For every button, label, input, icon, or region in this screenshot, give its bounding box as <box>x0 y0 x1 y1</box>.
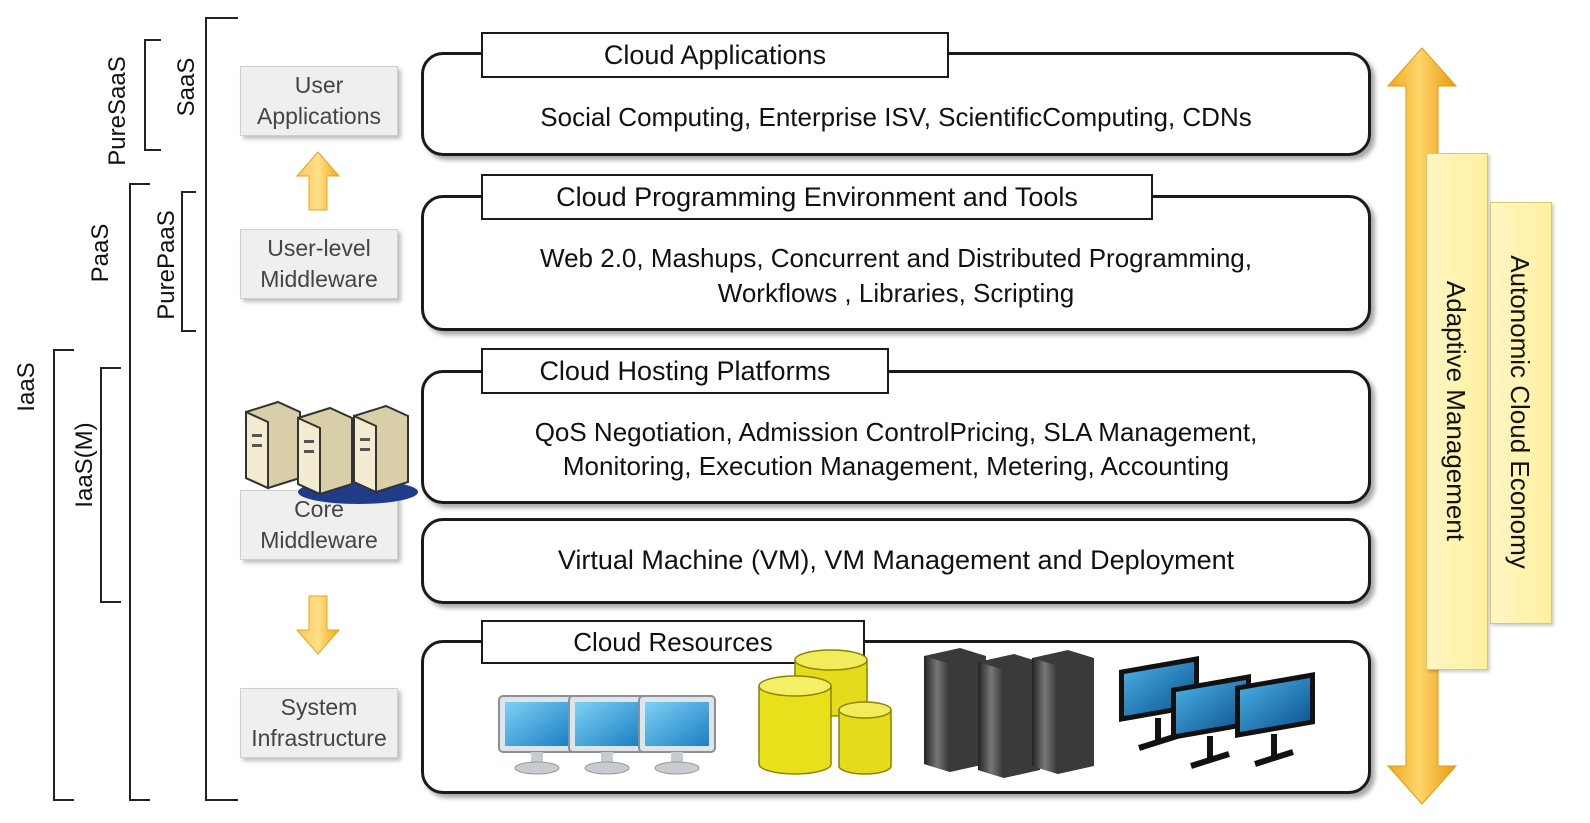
workstation-monitors-icon <box>1119 656 1315 769</box>
database-cylinders-icon <box>758 649 892 775</box>
saas-label: SaaS <box>173 57 200 117</box>
pure-saas-label: PureSaaS <box>104 56 131 166</box>
iaas-label: IaaS <box>13 362 40 412</box>
vm-layer-body: Virtual Machine (VM), VM Management and … <box>557 545 1235 575</box>
pure-paas-label: PurePaaS <box>153 210 180 320</box>
up-arrow-icon <box>295 151 341 211</box>
cloud-programming-body-line2: Workflows , Libraries, Scripting <box>717 278 1075 308</box>
bracket-lines <box>53 17 238 801</box>
cloud-hosting-body-line2: Monitoring, Execution Management, Meteri… <box>562 451 1230 481</box>
vertical-double-arrow-icon <box>1386 47 1458 805</box>
iaas-m-label: IaaS(M) <box>71 422 98 508</box>
paas-label: PaaS <box>87 223 114 283</box>
adaptive-management-label: Adaptive Management <box>1441 280 1471 542</box>
cloud-applications-body: Social Computing, Enterprise ISV, Scient… <box>540 102 1252 132</box>
cloud-programming-body-line1: Web 2.0, Mashups, Concurrent and Distrib… <box>540 243 1252 273</box>
vm-layer: Virtual Machine (VM), VM Management and … <box>421 518 1371 604</box>
cloud-hosting-body-line1: QoS Negotiation, Admission ControlPricin… <box>534 417 1258 447</box>
adaptive-management-panel <box>1426 153 1488 670</box>
cloud-hosting-title: Cloud Hosting Platforms <box>481 348 889 394</box>
cloud-applications-title: Cloud Applications <box>481 32 949 78</box>
rack-servers-icon <box>924 648 1094 778</box>
cloud-programming-title: Cloud Programming Environment and Tools <box>481 174 1153 220</box>
desktop-monitors-icon <box>498 695 716 775</box>
down-arrow-icon <box>295 595 341 655</box>
server-cluster-icon <box>245 400 418 504</box>
autonomic-cloud-economy-label: Autonomic Cloud Economy <box>1505 255 1535 569</box>
autonomic-cloud-economy-panel <box>1490 202 1552 624</box>
